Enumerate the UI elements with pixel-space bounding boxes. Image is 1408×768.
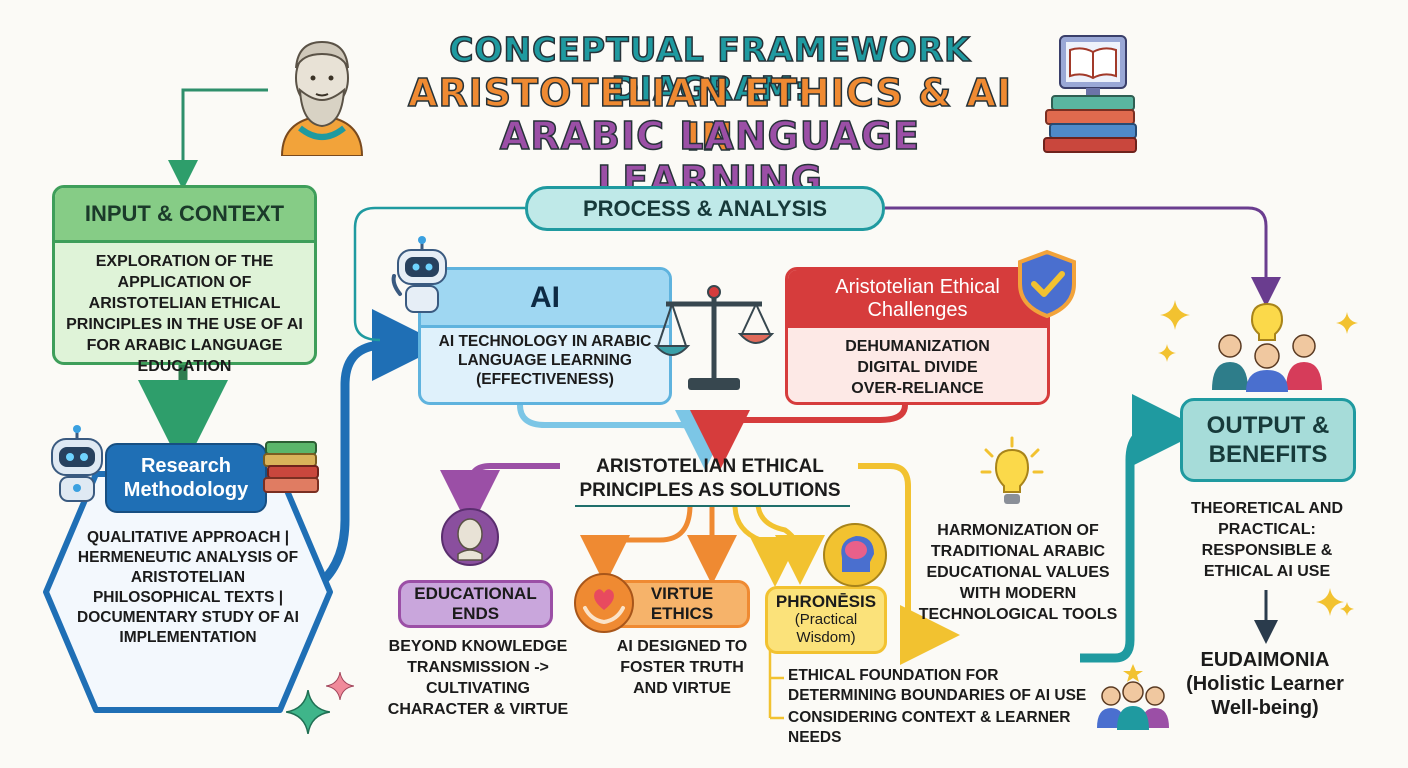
sparkle-icon	[1160, 300, 1190, 330]
virtue-ethics-body: AI DESIGNED TO FOSTER TRUTH AND VIRTUE	[616, 638, 748, 697]
sparkle-icon	[1340, 602, 1354, 616]
phronesis-bullet-2: CONSIDERING CONTEXT & LEARNER NEEDS	[788, 709, 1071, 746]
output-benefits-body: THEORETICAL AND PRACTICAL: RESPONSIBLE &…	[1191, 500, 1343, 580]
phronesis-header-line-1: PHRONĒSIS	[775, 592, 877, 611]
phronesis-header-line-2: (Practical	[794, 611, 858, 628]
research-methodology-body: QUALITATIVE APPROACH | HERMENEUTIC ANALY…	[77, 529, 299, 646]
process-analysis-banner: PROCESS & ANALYSIS	[525, 186, 885, 231]
eudaimonia-line-3: Well-being)	[1211, 697, 1319, 719]
eudaimonia-label: EUDAIMONIA (Holistic Learner Well-being)	[1170, 648, 1360, 720]
educational-header-line-2: ENDS	[451, 604, 500, 623]
ai-box: AI AI TECHNOLOGY IN ARABIC LANGUAGE LEAR…	[418, 267, 672, 405]
aristotle-bust-icon	[441, 508, 499, 566]
computer-book-icon	[1043, 35, 1137, 153]
input-context-body: EXPLORATION OF THE APPLICATION OF ARISTO…	[66, 253, 303, 375]
books-icon	[263, 441, 319, 493]
principles-line-2: PRINCIPLES AS SOLUTIONS	[579, 480, 841, 501]
principles-title: ARISTOTELIAN ETHICAL PRINCIPLES AS SOLUT…	[560, 455, 860, 503]
ai-header: AI	[421, 270, 669, 328]
sparkle-icon	[286, 690, 330, 734]
learners-group-icon	[1097, 664, 1169, 730]
challenges-header: Aristotelian Ethical Challenges	[788, 270, 1047, 328]
scales-icon	[653, 285, 775, 390]
phronesis-header-line-3: Wisdom)	[796, 629, 856, 646]
challenges-list: DEHUMANIZATION DIGITAL DIVIDE OVER-RELIA…	[788, 328, 1047, 399]
phronesis-header: PHRONĒSIS (Practical Wisdom)	[765, 586, 887, 654]
sparkle-icon	[1336, 312, 1358, 334]
research-header-line-1: Research	[140, 455, 232, 477]
educational-ends-body: BEYOND KNOWLEDGE TRANSMISSION -> CULTIVA…	[387, 638, 569, 718]
output-header-line-1: OUTPUT &	[1206, 412, 1330, 439]
people-idea-icon	[1212, 302, 1322, 392]
educational-header-line-1: EDUCATIONAL	[414, 584, 537, 603]
educational-ends-header: EDUCATIONAL ENDS	[398, 580, 553, 628]
eudaimonia-line-1: EUDAIMONIA	[1200, 649, 1330, 671]
principles-line-1: ARISTOTELIAN ETHICAL	[596, 456, 824, 477]
sparkle-icon	[1158, 344, 1176, 362]
challenge-item: OVER-RELIANCE	[851, 380, 984, 397]
harmonization-body: HARMONIZATION OF TRADITIONAL ARABIC EDUC…	[918, 522, 1118, 623]
challenges-header-line-1: Aristotelian Ethical	[835, 276, 1000, 298]
sparkle-icon	[1316, 588, 1344, 616]
input-context-box: INPUT & CONTEXT EXPLORATION OF THE APPLI…	[52, 185, 317, 375]
robot-icon	[51, 425, 103, 502]
virtue-header-line-2: ETHICS	[650, 604, 714, 623]
lightbulb-icon	[980, 436, 1044, 504]
brain-head-icon	[823, 523, 887, 587]
virtue-header-line-1: VIRTUE	[650, 584, 714, 603]
challenges-header-line-2: Challenges	[867, 299, 968, 321]
heart-hands-icon	[574, 573, 634, 633]
title-line-2: ARISTOTELIAN ETHICS & AI IN	[407, 70, 1012, 160]
challenge-item: DIGITAL DIVIDE	[857, 359, 978, 376]
eudaimonia-line-2: (Holistic Learner	[1186, 673, 1344, 695]
output-benefits-header: OUTPUT & BENEFITS	[1180, 398, 1356, 482]
output-header-line-2: BENEFITS	[1208, 441, 1328, 468]
research-methodology-header: Research Methodology	[105, 443, 267, 513]
robot-icon	[391, 236, 447, 313]
ai-body: AI TECHNOLOGY IN ARABIC LANGUAGE LEARNIN…	[438, 333, 652, 388]
aristotle-bust-icon	[280, 40, 364, 156]
challenge-item: DEHUMANIZATION	[845, 338, 990, 355]
phronesis-bullet-1: ETHICAL FOUNDATION FOR DETERMINING BOUND…	[788, 667, 1087, 704]
sparkle-icon	[326, 672, 354, 700]
input-context-header: INPUT & CONTEXT	[55, 188, 314, 243]
research-header-line-2: Methodology	[123, 479, 249, 501]
challenges-box: Aristotelian Ethical Challenges DEHUMANI…	[785, 267, 1050, 405]
shield-check-icon	[1018, 249, 1076, 319]
title-line-1: CONCEPTUAL FRAMEWORK DIAGRAM:	[449, 29, 971, 109]
